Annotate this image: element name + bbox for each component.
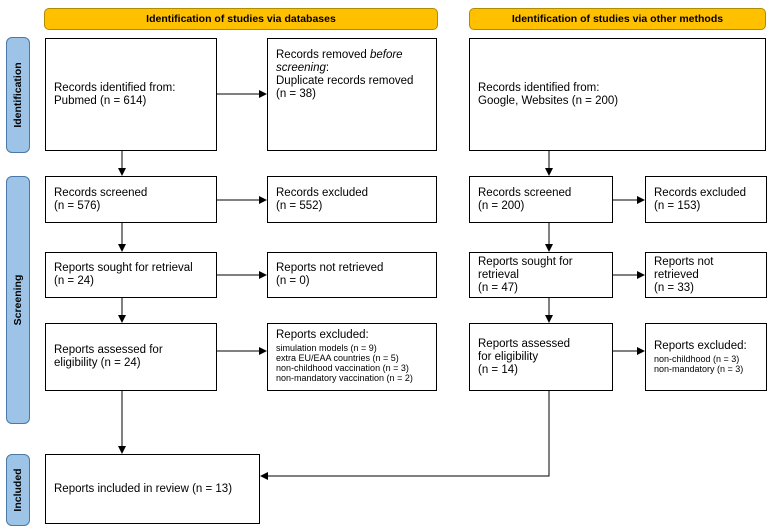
header-other-methods: Identification of studies via other meth… [469, 8, 766, 30]
other-reports-excluded: Reports excluded: non-childhood (n = 3) … [645, 323, 767, 391]
db-excluded-item: simulation models (n = 9) [276, 343, 377, 353]
phase-identification: Identification [6, 37, 30, 153]
phase-screening: Screening [6, 176, 30, 424]
other-reports-sought: Reports sought for retrieval (n = 47) [469, 252, 613, 298]
db-reports-assessed: Reports assessed for eligibility (n = 24… [45, 323, 217, 391]
db-reports-excluded: Reports excluded: simulation models (n =… [267, 323, 437, 391]
other-reports-not-retrieved: Reports not retrieved (n = 33) [645, 252, 767, 298]
db-reports-not-retrieved: Reports not retrieved (n = 0) [267, 252, 437, 298]
db-excluded-item: non-childhood vaccination (n = 3) [276, 363, 409, 373]
db-records-identified: Records identified from: Pubmed (n = 614… [45, 38, 217, 151]
other-records-identified: Records identified from: Google, Website… [469, 38, 766, 151]
other-reports-assessed: Reports assessed for eligibility (n = 14… [469, 323, 613, 391]
other-excluded-item: non-childhood (n = 3) [654, 354, 740, 364]
db-records-excluded: Records excluded (n = 552) [267, 176, 437, 223]
other-excluded-item: non-mandatory (n = 3) [654, 364, 744, 374]
other-records-excluded: Records excluded (n = 153) [645, 176, 767, 223]
db-records-screened: Records screened (n = 576) [45, 176, 217, 223]
db-reports-sought: Reports sought for retrieval (n = 24) [45, 252, 217, 298]
header-databases: Identification of studies via databases [44, 8, 438, 30]
arrow [260, 391, 550, 480]
reports-included: Reports included in review (n = 13) [45, 454, 260, 524]
db-excluded-item: extra EU/EAA countries (n = 5) [276, 353, 399, 363]
db-excluded-item: non-mandatory vaccination (n = 2) [276, 373, 413, 383]
other-records-screened: Records screened (n = 200) [469, 176, 613, 223]
phase-included: Included [6, 454, 30, 526]
db-records-removed: Records removed before screening: Duplic… [267, 38, 437, 151]
